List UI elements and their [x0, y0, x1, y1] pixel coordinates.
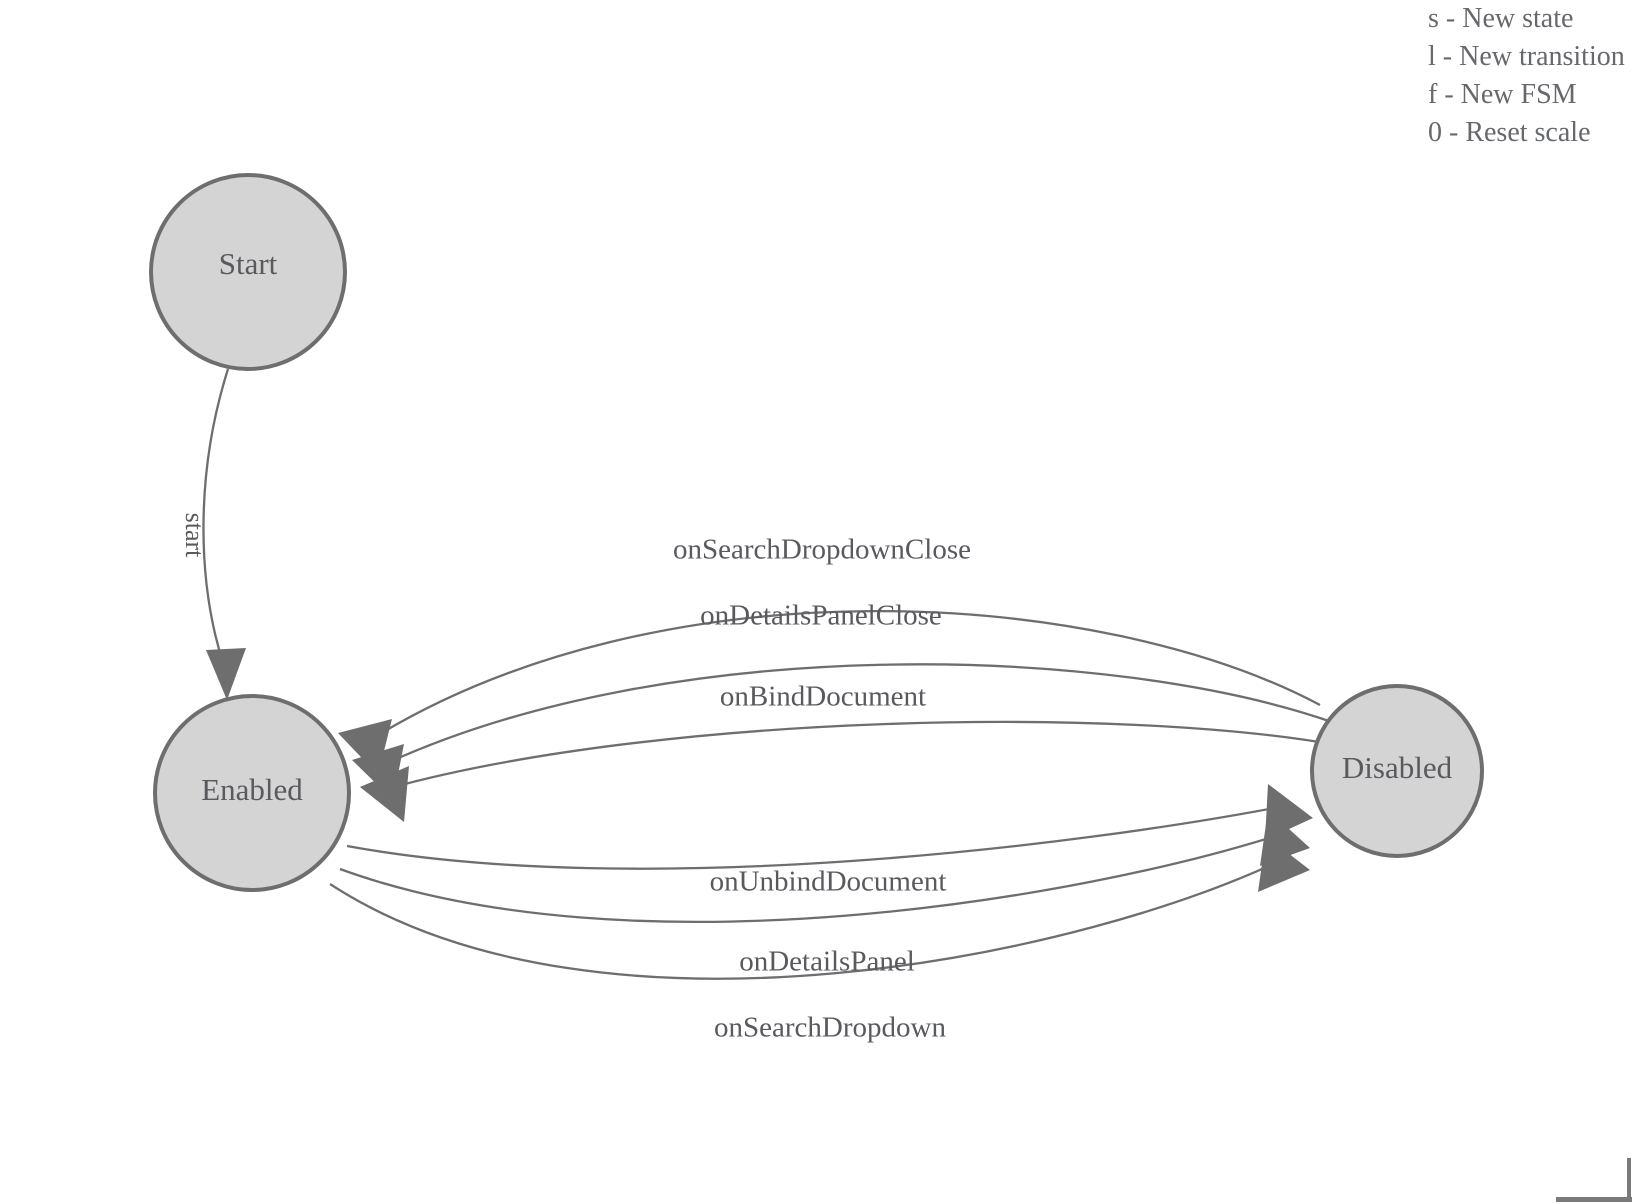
edge-path-start[interactable]	[202, 368, 230, 667]
state-node-enabled[interactable]: Enabled	[153, 694, 351, 892]
edge-onbinddocument[interactable]	[360, 720, 1338, 822]
edge-start-to-enabled[interactable]	[202, 368, 246, 700]
edge-path-ondetailspanel[interactable]	[339, 830, 1289, 923]
edge-label-onsearchdropdown: onSearchDropdown	[714, 1012, 946, 1044]
state-label-start: Start	[219, 246, 278, 281]
state-circle-disabled[interactable]	[1310, 684, 1484, 858]
edge-path-onunbinddocument[interactable]	[346, 803, 1291, 870]
state-node-disabled[interactable]: Disabled	[1310, 684, 1484, 858]
edge-path-ondetailspanelclose[interactable]	[382, 663, 1333, 767]
state-node-start[interactable]: Start	[149, 173, 347, 371]
edge-path-onbinddocument[interactable]	[389, 720, 1338, 790]
edge-label-onsearchdropdownclose: onSearchDropdownClose	[673, 534, 971, 566]
legend-line-new-transition: l - New transition	[1428, 41, 1625, 72]
nodes-layer: Start Enabled Disabled	[149, 173, 1484, 892]
edge-path-onsearchdropdown[interactable]	[329, 854, 1291, 980]
edge-onsearchdropdown[interactable]	[329, 836, 1310, 980]
arrow-head-start	[206, 648, 246, 700]
edges-layer	[202, 368, 1338, 980]
edge-label-ondetailspanel: onDetailsPanel	[739, 946, 915, 978]
arrow-head-onsearchdropdown	[1258, 836, 1310, 892]
edge-labels-layer: start onSearchDropdownClose onDetailsPan…	[180, 513, 971, 1044]
legend-line-new-fsm: f - New FSM	[1428, 79, 1577, 110]
keyboard-shortcut-legend: s - New state l - New transition f - New…	[1428, 0, 1632, 155]
state-label-enabled: Enabled	[201, 772, 303, 807]
state-circle-enabled[interactable]	[153, 694, 351, 892]
edge-label-onunbinddocument: onUnbindDocument	[710, 866, 947, 898]
legend-line-new-state: s - New state	[1428, 3, 1574, 34]
edge-onunbinddocument[interactable]	[346, 784, 1313, 870]
edge-label-start: start	[180, 513, 209, 559]
edge-path-onsearchdropdownclose[interactable]	[369, 609, 1321, 741]
arrow-head-onbinddocument	[360, 766, 409, 822]
edge-label-ondetailspanelclose: onDetailsPanelClose	[700, 600, 942, 632]
state-label-disabled: Disabled	[1342, 750, 1453, 785]
state-circle-start[interactable]	[149, 173, 347, 371]
legend-line-reset-scale: 0 - Reset scale	[1428, 117, 1591, 148]
edge-label-onbinddocument: onBindDocument	[720, 681, 926, 713]
